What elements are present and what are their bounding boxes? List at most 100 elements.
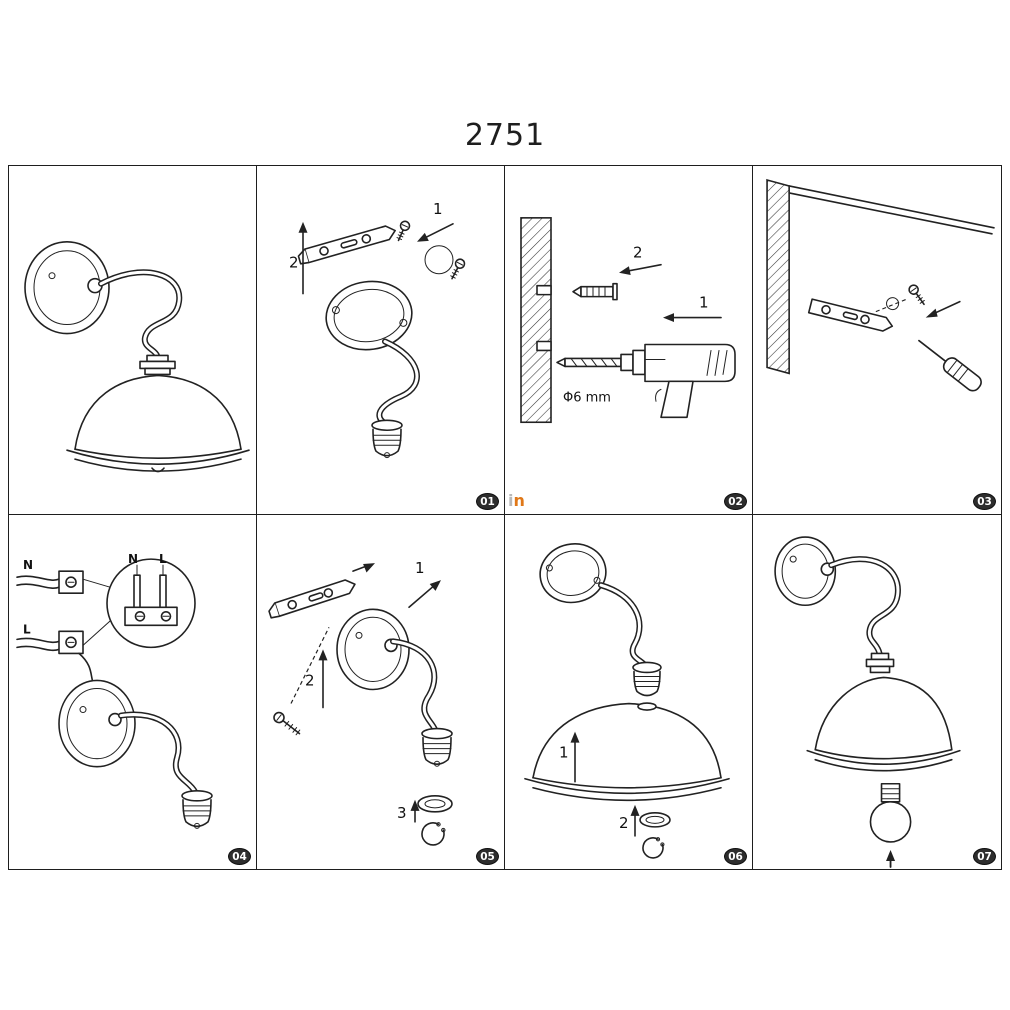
arrow-anchor <box>626 263 662 272</box>
wall-corner <box>766 178 995 375</box>
step-badge: 07 <box>973 848 996 865</box>
arrow-hang <box>408 582 438 609</box>
arrow-ring-head <box>410 799 420 811</box>
label-step1-turn: 1 <box>433 200 443 218</box>
step06-drawing: 1 2 <box>524 543 730 859</box>
step-badge: 03 <box>973 493 996 510</box>
drill <box>556 343 736 419</box>
arrow-turn <box>422 223 454 240</box>
terminal-block <box>58 570 84 655</box>
wall-plate <box>336 608 410 691</box>
arrow-anchor-head <box>619 266 631 275</box>
wall-section <box>520 217 552 424</box>
wall-anchor <box>572 282 618 301</box>
mounted-bracket <box>807 298 894 332</box>
lamp-socket <box>181 789 213 829</box>
step01-drawing: 1 2 <box>289 200 466 459</box>
fixing-screw-icon <box>908 284 925 306</box>
supply-wires <box>16 575 60 652</box>
label-step6-shade: 1 <box>559 744 569 762</box>
panel-step-02: 2 1 Φ6 mm 02 <box>505 166 753 515</box>
panel-step-01: 1 2 <box>257 166 505 515</box>
washer-screw-icon <box>424 245 466 280</box>
arrow-drill-head <box>663 313 674 323</box>
lamp-socket <box>371 419 403 459</box>
page-title: 2751 <box>464 118 546 153</box>
fixing-screw-icon <box>273 711 301 736</box>
hanging-arm <box>376 338 420 427</box>
wall-plate <box>24 240 110 335</box>
label-step5-screw: 2 <box>305 671 315 689</box>
panel-step-06: 1 2 06 <box>505 515 753 869</box>
label-step5-hang: 1 <box>415 559 425 577</box>
step-badge: 06 <box>724 848 747 865</box>
step-badge: 04 <box>228 848 251 865</box>
ceiling-plate <box>325 280 413 351</box>
label-wire-n: N <box>23 558 33 572</box>
lamp-shade <box>66 374 250 473</box>
bracket-screw-icon <box>396 220 411 242</box>
arrow-fix-head <box>925 308 938 318</box>
arrow-ring-head <box>630 804 640 816</box>
arrow-screw-head <box>318 649 328 661</box>
washer-icon <box>886 297 900 311</box>
watermark: in <box>508 491 525 510</box>
finished-lamp-drawing <box>24 240 250 473</box>
watermark-accent: n <box>513 491 525 510</box>
step04-drawing: N L N L <box>16 552 213 829</box>
lamp-arm <box>390 638 438 733</box>
lamp-neck <box>865 652 895 674</box>
zoom-leader-lines <box>82 578 113 646</box>
mounting-bracket <box>297 225 396 265</box>
lamp-arm <box>118 711 198 795</box>
screwdriver <box>918 339 982 392</box>
lamp-shade <box>524 702 730 802</box>
label-zoom-l: L <box>159 552 167 566</box>
arrow-turn-head <box>417 232 429 242</box>
screw-guide-line <box>290 627 330 704</box>
lamp-socket <box>421 727 453 767</box>
step-badge: 02 <box>724 493 747 510</box>
lamp-arm <box>598 582 648 669</box>
mounting-bracket <box>268 579 356 619</box>
label-step5-ring: 3 <box>397 804 407 822</box>
light-bulb <box>869 782 912 843</box>
shade-ring <box>417 794 453 813</box>
snap-ring <box>421 822 446 846</box>
lamp-shade <box>806 676 961 772</box>
panel-step-04: N L N L <box>9 515 257 869</box>
lamp-arm <box>828 556 901 657</box>
label-step6-ring: 2 <box>619 814 629 832</box>
label-wire-l: L <box>23 622 31 636</box>
arrow-hang-head <box>429 580 441 591</box>
step-badge: 05 <box>476 848 499 865</box>
step07-drawing <box>774 536 961 868</box>
step05-drawing: 1 2 <box>268 559 453 846</box>
snap-ring <box>642 837 665 859</box>
instruction-sheet: 1 2 <box>8 165 1002 870</box>
wall-plate <box>539 543 607 604</box>
shade-ring <box>639 812 671 828</box>
panel-step-03: 03 <box>753 166 1001 515</box>
panel-finished-product <box>9 166 257 515</box>
label-drill-diameter: Φ6 mm <box>563 390 611 405</box>
wall-plate <box>58 679 136 768</box>
lamp-arm <box>98 269 183 359</box>
label-step2-drill: 1 <box>699 294 709 312</box>
arrow-shade-head <box>570 731 580 743</box>
lamp-neck <box>139 354 176 376</box>
lamp-socket <box>632 661 662 697</box>
panel-step-07: 07 <box>753 515 1001 869</box>
step02-drawing: 2 1 Φ6 mm <box>520 217 736 424</box>
zoom-detail-circle: N L <box>106 552 196 649</box>
panel-step-05: 1 2 <box>257 515 505 869</box>
label-step2-anchor: 2 <box>633 244 643 262</box>
screw-guide-line <box>873 299 906 314</box>
label-step1-lift: 2 <box>289 254 299 272</box>
arrow-bulb-head <box>886 849 896 861</box>
step-badge: 01 <box>476 493 499 510</box>
arrow-bracket-head <box>363 563 375 573</box>
label-zoom-n: N <box>128 552 138 566</box>
wall-plate <box>774 536 837 607</box>
arrow-lift-head <box>298 221 308 233</box>
